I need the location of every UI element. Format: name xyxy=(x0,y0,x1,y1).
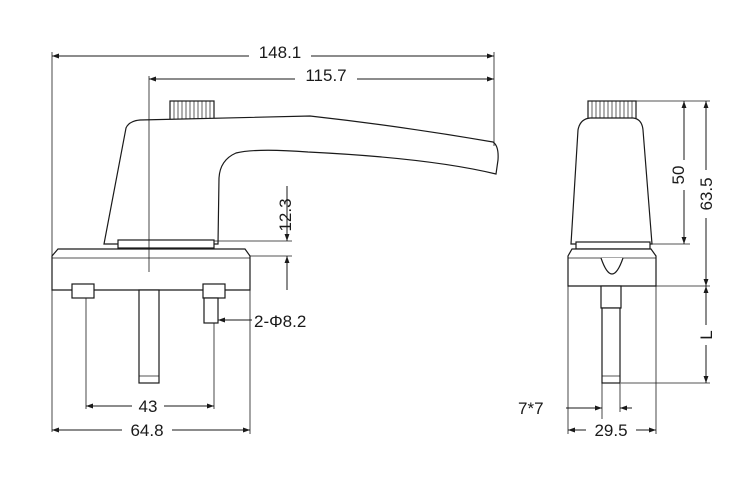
dim-spindle-length: L xyxy=(697,330,716,339)
front-spindle xyxy=(138,289,160,384)
side-handle xyxy=(570,117,653,245)
side-view: 50 63.5 L 7*7 29.5 xyxy=(518,100,716,440)
front-knob xyxy=(169,100,215,121)
dim-base-width: 29.5 xyxy=(594,421,627,440)
side-notch xyxy=(600,257,624,275)
side-knob xyxy=(587,100,637,121)
side-spindle-collar xyxy=(600,285,622,309)
side-spindle xyxy=(601,307,621,384)
front-screw-post-left xyxy=(71,283,95,299)
dim-screw-holes: 2-Φ8.2 xyxy=(254,312,306,331)
dim-lever-length: 115.7 xyxy=(305,66,346,85)
front-screw-right xyxy=(203,297,219,324)
dim-side-height-63-5: 63.5 xyxy=(697,177,716,210)
front-screw-post-right xyxy=(202,283,226,299)
dim-hole-spacing: 43 xyxy=(139,397,158,416)
dim-base-height: 12.3 xyxy=(276,198,295,231)
dim-base-length: 64.8 xyxy=(130,421,163,440)
dim-overall-length: 148.1 xyxy=(259,43,302,62)
dim-side-height-50: 50 xyxy=(669,166,688,185)
dim-spindle-square: 7*7 xyxy=(518,399,544,418)
front-handle xyxy=(103,115,499,245)
front-view: 148.1 115.7 12.3 2-Φ8.2 43 64.8 xyxy=(51,42,499,440)
front-neck xyxy=(117,239,215,249)
side-neck xyxy=(575,241,651,250)
